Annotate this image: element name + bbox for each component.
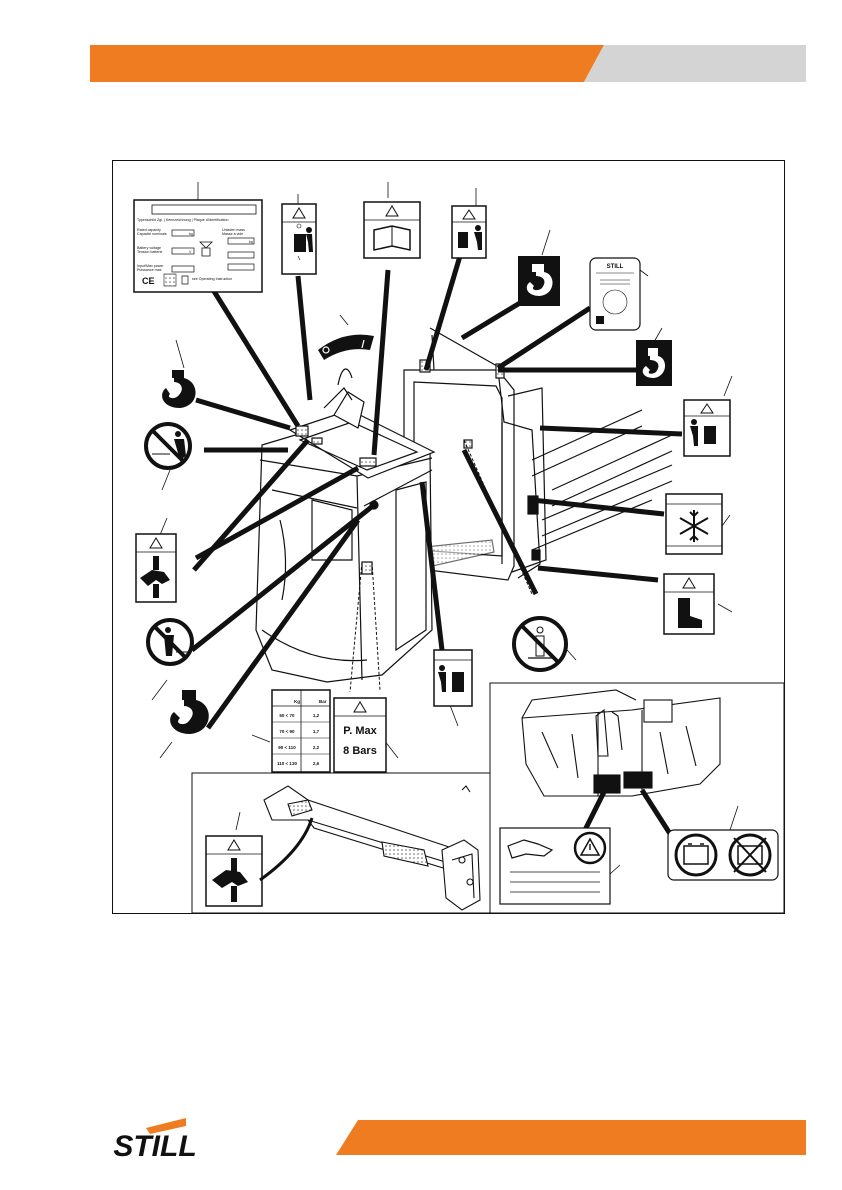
no-standing-under-load-decal: [512, 616, 568, 672]
footer-orange-band: [336, 1120, 806, 1155]
plate-unit-v: V: [189, 250, 192, 254]
plate-puissance: Puissance max.: [137, 268, 162, 272]
table-row-2-bar: 1,7: [313, 729, 320, 734]
plate-heading: Typenschild Zgl. | Kennzeichnung | Plaqu…: [137, 218, 228, 222]
plate-battery-voltage: Battery voltage: [137, 246, 161, 250]
manual-sticker-brand: STILL: [607, 264, 624, 270]
warning-persons-decal-bottom: [433, 649, 473, 707]
pressure-line1: P. Max: [343, 725, 377, 737]
qr-code-icon: [163, 273, 177, 287]
cold-store-decal: [665, 493, 723, 555]
tire-pressure-table-decal: Kg Bar 50 < 70 1,2 70 < 90 1,7 90 < 110 …: [271, 689, 331, 773]
inset-battery-drawing: [521, 689, 721, 797]
hand-crush-decal-left: [135, 533, 177, 603]
table-col-kg: Kg: [294, 699, 300, 704]
no-ride-forks-decal: [144, 422, 192, 470]
warning-persons-decal-right: [683, 399, 731, 457]
plate-capacity-nom: Capacité nominale: [137, 232, 167, 236]
plate-rated-capacity: Rated capacity: [137, 228, 161, 232]
plate-input-power: Input/Max power: [137, 264, 164, 268]
warning-crush-decal-top: [281, 203, 317, 275]
plate-unit-kg-2: kg: [249, 240, 253, 244]
plate-tension-batterie: Tension batterie: [137, 250, 162, 254]
lifting-hook-icon-bottom: [170, 690, 209, 734]
decal-location-figure: Typenschild Zgl. | Kennzeichnung | Plaqu…: [112, 160, 785, 914]
lifting-hook-decal-1: [518, 256, 560, 306]
no-walk-forks-decal: [146, 618, 194, 666]
table-row-1-bar: 1,2: [313, 713, 320, 718]
manual-sticker-decal: STILL: [589, 257, 641, 331]
battery-connector-decal: [499, 827, 611, 905]
warning-persons-decal-top: [451, 205, 487, 259]
table-row-3-range: 90 < 110: [278, 745, 296, 750]
header-orange-band: [90, 45, 604, 82]
hand-crush-decal-inset: [205, 835, 263, 907]
snowflake-icon: [679, 510, 709, 542]
still-logo: STILL: [113, 1118, 197, 1163]
table-row-4-bar: 2,6: [313, 761, 320, 766]
battery-type-decal: [667, 829, 779, 881]
header-grey-band: [584, 45, 806, 82]
still-logo-swoosh: [146, 1118, 186, 1134]
table-col-bar: Bar: [319, 699, 327, 704]
still-logo-text: STILL: [113, 1130, 196, 1163]
lifting-hook-icon-left: [162, 370, 196, 408]
leader-lines: [190, 255, 683, 730]
header-band: [90, 45, 806, 82]
table-row-1-range: 50 < 70: [279, 713, 295, 718]
inset-fork-drawing: [259, 785, 481, 911]
plate-masse-vide: Masse à vide: [222, 232, 243, 236]
max-pressure-decal: P. Max 8 Bars: [333, 697, 387, 773]
plate-unit-kg-1: kg: [189, 232, 193, 236]
pressure-line2: 8 Bars: [343, 745, 377, 757]
table-row-4-range: 110 < 130: [277, 761, 297, 766]
table-row-2-range: 70 < 90: [279, 729, 295, 734]
ce-mark-icon: CE: [142, 276, 155, 286]
foot-protection-decal: [663, 573, 715, 635]
capacity-plate-decal: Typenschild Zgl. | Kennzeichnung | Plaqu…: [133, 199, 263, 293]
plate-note: see Operating Instruction: [192, 277, 232, 281]
plate-unladen-mass: Unladen mass: [222, 228, 245, 232]
truck-drawing: [255, 327, 673, 683]
read-manual-decal: [363, 201, 421, 259]
footer: STILL: [113, 1118, 806, 1163]
table-row-3-bar: 2,2: [313, 745, 320, 750]
lifting-hook-decal-2: [636, 340, 672, 386]
control-arc-decal: [318, 334, 374, 360]
